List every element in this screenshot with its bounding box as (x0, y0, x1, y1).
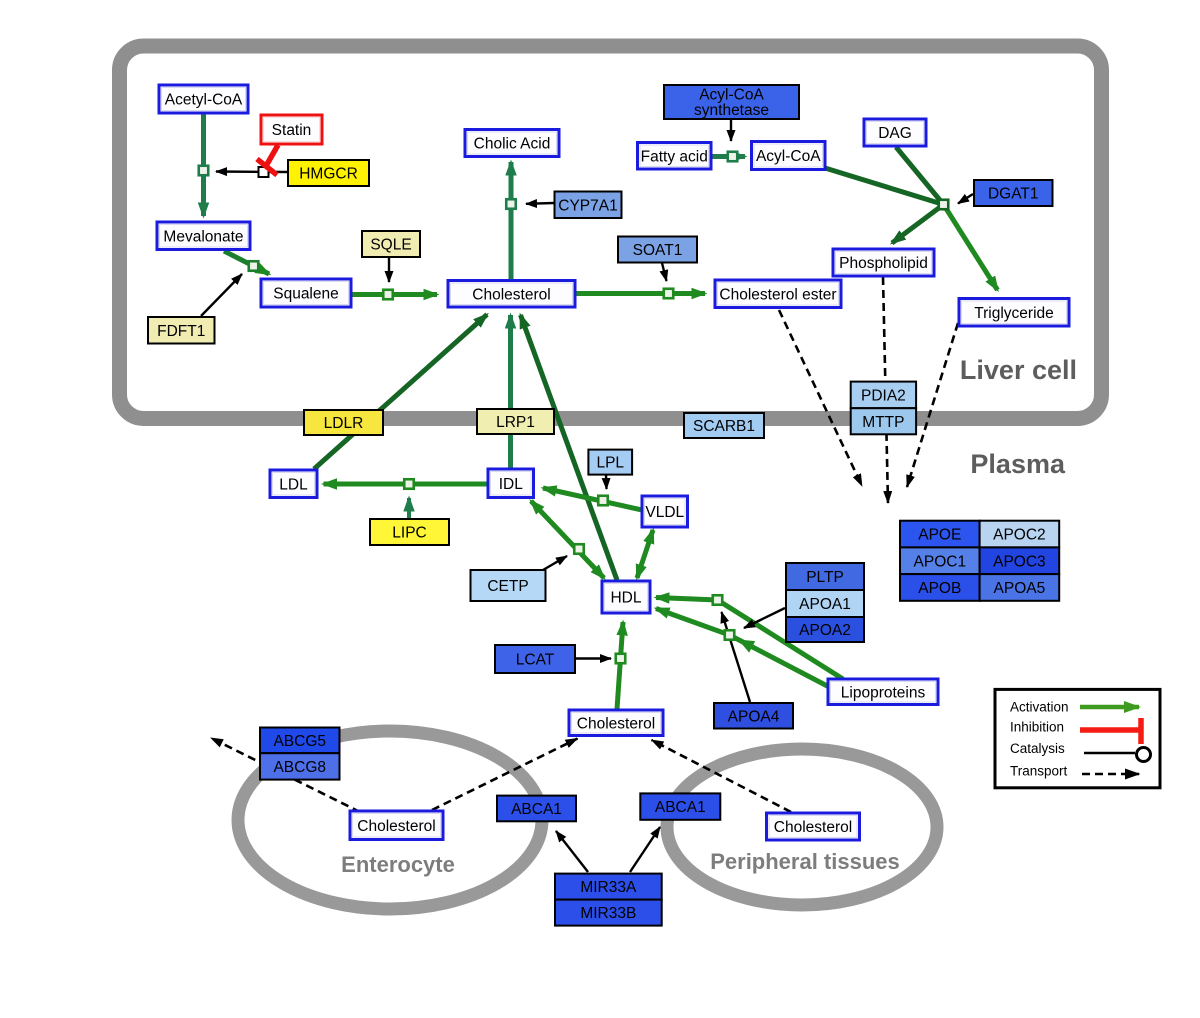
svg-text:Statin: Statin (272, 122, 312, 139)
svg-text:Catalysis: Catalysis (1010, 741, 1065, 756)
svg-text:DGAT1: DGAT1 (988, 186, 1039, 203)
svg-text:LIPC: LIPC (392, 525, 426, 542)
svg-text:Inhibition: Inhibition (1010, 720, 1064, 735)
svg-text:FDFT1: FDFT1 (157, 323, 205, 340)
svg-text:HMGCR: HMGCR (299, 166, 358, 183)
svg-text:PLTP: PLTP (806, 569, 844, 586)
svg-text:ABCG8: ABCG8 (273, 759, 326, 776)
svg-text:APOE: APOE (918, 527, 961, 544)
svg-text:Acyl-CoA: Acyl-CoA (756, 148, 821, 165)
svg-text:SQLE: SQLE (370, 237, 411, 254)
svg-text:PDIA2: PDIA2 (861, 387, 906, 404)
svg-text:LCAT: LCAT (516, 652, 555, 669)
svg-text:Squalene: Squalene (273, 286, 339, 303)
svg-text:Enterocyte: Enterocyte (341, 852, 455, 877)
svg-text:Peripheral tissues: Peripheral tissues (710, 849, 900, 874)
svg-text:Fatty acid: Fatty acid (641, 148, 708, 165)
svg-text:Cholesterol: Cholesterol (774, 819, 852, 836)
svg-text:Mevalonate: Mevalonate (163, 228, 243, 245)
svg-text:Cholesterol: Cholesterol (472, 286, 550, 303)
svg-text:HDL: HDL (610, 590, 641, 607)
svg-text:Liver cell: Liver cell (960, 355, 1077, 385)
svg-text:APOA5: APOA5 (994, 580, 1046, 597)
svg-text:APOA4: APOA4 (728, 708, 780, 725)
svg-text:Lipoproteins: Lipoproteins (841, 684, 926, 701)
svg-text:Acyl-CoA: Acyl-CoA (699, 86, 764, 103)
svg-text:CYP7A1: CYP7A1 (558, 197, 617, 214)
svg-text:APOA1: APOA1 (799, 596, 851, 613)
svg-text:Cholesterol ester: Cholesterol ester (719, 286, 836, 303)
svg-text:APOB: APOB (918, 580, 961, 597)
svg-text:APOC2: APOC2 (993, 527, 1046, 544)
svg-text:Triglyceride: Triglyceride (974, 305, 1054, 322)
svg-text:LRP1: LRP1 (496, 414, 535, 431)
svg-text:ABCA1: ABCA1 (655, 799, 706, 816)
svg-text:LPL: LPL (596, 455, 624, 472)
svg-text:Cholesterol: Cholesterol (357, 818, 435, 835)
svg-text:synthetase: synthetase (694, 102, 769, 119)
svg-text:MIR33A: MIR33A (580, 879, 637, 896)
svg-text:Transport: Transport (1010, 764, 1068, 779)
svg-text:APOA2: APOA2 (799, 622, 851, 639)
svg-text:LDL: LDL (279, 476, 308, 493)
svg-text:ABCA1: ABCA1 (511, 801, 562, 818)
svg-text:Cholic Acid: Cholic Acid (474, 136, 551, 153)
svg-text:DAG: DAG (878, 125, 912, 142)
svg-text:Acetyl-CoA: Acetyl-CoA (165, 92, 243, 109)
svg-text:CETP: CETP (487, 578, 528, 595)
svg-text:LDLR: LDLR (324, 415, 364, 432)
svg-text:IDL: IDL (499, 476, 524, 493)
svg-text:ABCG5: ABCG5 (273, 733, 326, 750)
svg-text:VLDL: VLDL (645, 504, 684, 521)
svg-text:SCARB1: SCARB1 (693, 418, 755, 435)
svg-text:APOC3: APOC3 (993, 553, 1046, 570)
svg-text:SOAT1: SOAT1 (633, 242, 683, 259)
svg-text:MTTP: MTTP (862, 414, 904, 431)
svg-text:Cholesterol: Cholesterol (577, 715, 655, 732)
svg-text:APOC1: APOC1 (914, 553, 967, 570)
svg-text:MIR33B: MIR33B (580, 905, 636, 922)
svg-text:Phospholipid: Phospholipid (839, 255, 928, 272)
svg-text:Activation: Activation (1010, 700, 1069, 715)
svg-text:Plasma: Plasma (970, 449, 1066, 479)
